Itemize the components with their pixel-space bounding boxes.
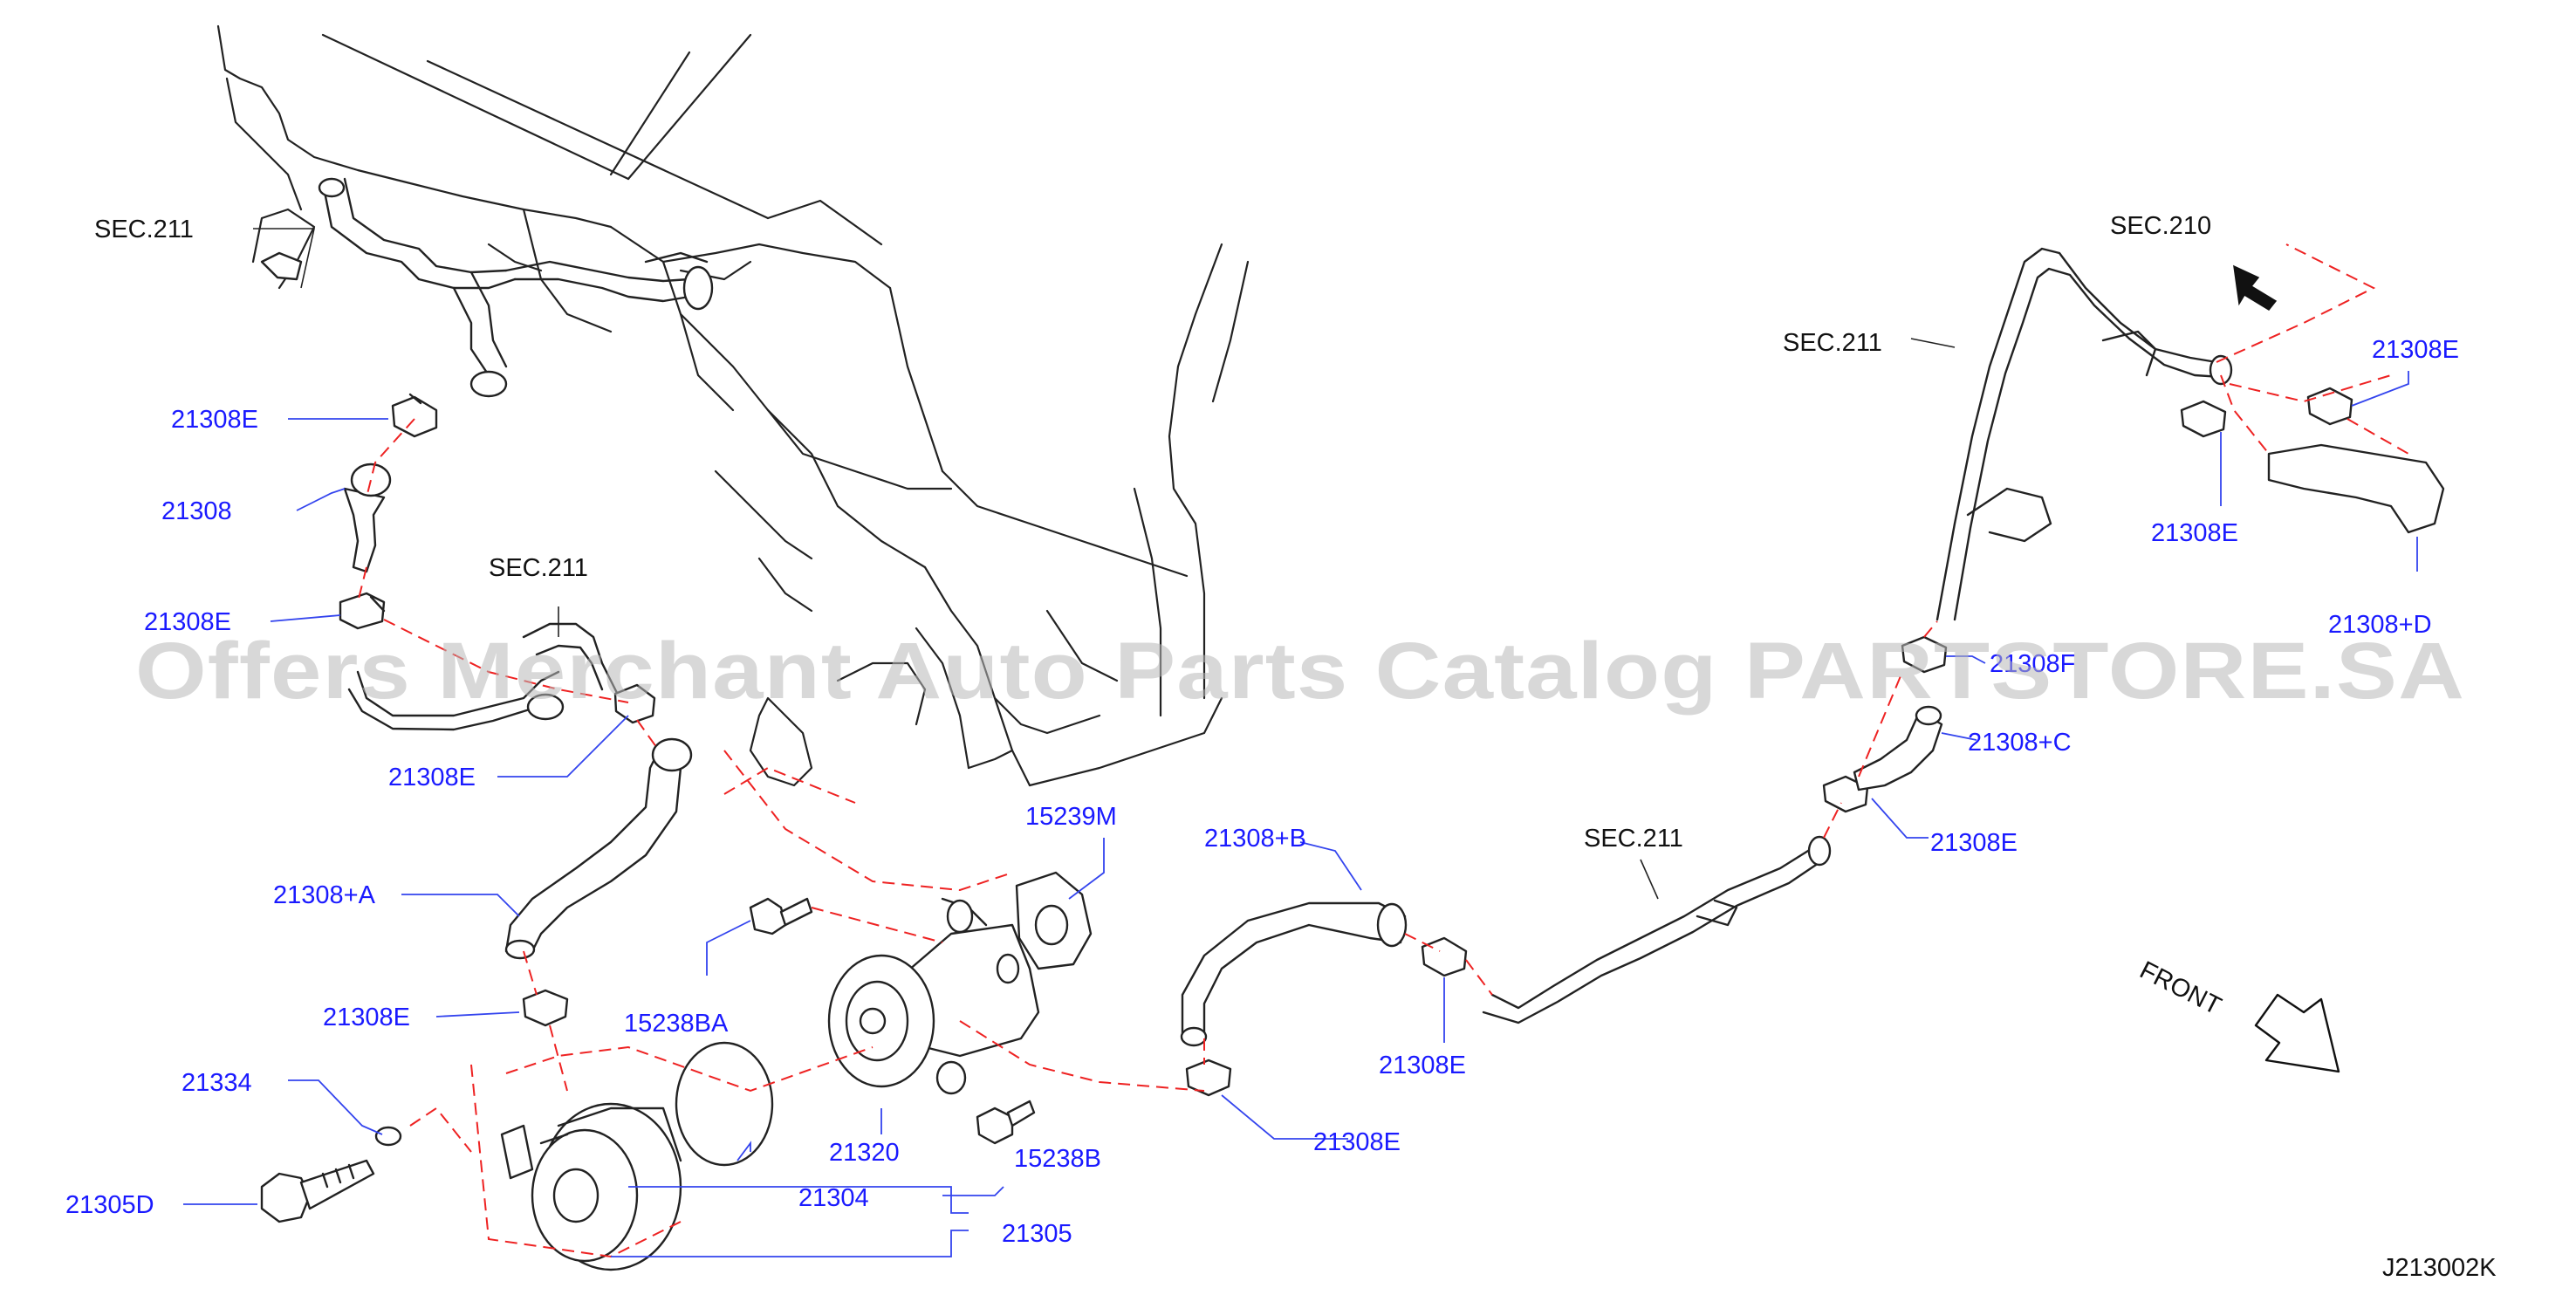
- housing-21320: [827, 897, 1040, 1095]
- clamp-21308e-i: [2306, 387, 2353, 426]
- part-21308e-label-3[interactable]: 21308E: [388, 764, 476, 791]
- lower-pipe-sec211: [1482, 835, 1832, 1024]
- bolt-21305d: [260, 1159, 375, 1223]
- part-21304-label[interactable]: 21304: [798, 1184, 869, 1212]
- sec211-ref-topleft[interactable]: SEC.211: [94, 216, 194, 243]
- clamp-21308e-h: [2180, 400, 2227, 438]
- sec211-ref-lower[interactable]: SEC.211: [1584, 825, 1683, 853]
- part-21308-label[interactable]: 21308: [161, 497, 232, 525]
- hose-21308c: [1853, 705, 1943, 791]
- clamp-21308e-c: [613, 683, 656, 724]
- clamp-icon: [260, 251, 303, 281]
- part-21308d-label[interactable]: 21308+D: [2328, 611, 2432, 639]
- clamp-21308e-g: [1822, 775, 1869, 813]
- clamp-21308e-f: [1421, 936, 1468, 977]
- hose-21308: [260, 251, 392, 573]
- clamp-21308e-d: [522, 989, 569, 1027]
- hose-21308d: [2267, 443, 2445, 534]
- middle-pipe-sec211: [347, 622, 621, 731]
- part-21308f-label[interactable]: 21308F: [1990, 650, 2075, 678]
- part-21308e-label-8[interactable]: 21308E: [2372, 336, 2459, 364]
- labels: SEC.211 21308E 21308 SEC.211 21308E 2130…: [65, 212, 2459, 1248]
- upper-water-pipe: [318, 177, 714, 398]
- front-arrow-icon: [2254, 993, 2340, 1073]
- part-21308c-label[interactable]: 21308+C: [1968, 729, 2072, 757]
- front-direction-label: FRONT: [2135, 956, 2226, 1021]
- clamp-21308e-e: [1185, 1059, 1232, 1097]
- part-15238b-label[interactable]: 15238B: [1014, 1145, 1101, 1173]
- bolt-15238ba: [749, 897, 813, 935]
- clamp-21308e-b: [339, 592, 386, 630]
- oil-cooler-21305: [500, 1102, 682, 1271]
- assembly-lines: [357, 243, 2409, 1258]
- gasket-15239m: [1015, 871, 1093, 970]
- gasket-21304: [675, 1041, 774, 1167]
- part-21305-label[interactable]: 21305: [1002, 1220, 1072, 1248]
- washer-21334: [374, 1126, 402, 1147]
- part-21334-label[interactable]: 21334: [182, 1069, 252, 1097]
- right-upper-pipe: [1935, 247, 2233, 621]
- bolt-15238b: [976, 1100, 1036, 1145]
- part-21308e-label-5[interactable]: 21308E: [1379, 1052, 1466, 1079]
- watermark-text: Offers Merchant Auto Parts Catalog PARTS…: [135, 627, 2465, 716]
- part-15238ba-label[interactable]: 15238BA: [624, 1010, 729, 1038]
- sec210-direction-arrow-icon: [2233, 264, 2278, 311]
- part-15239m-label[interactable]: 15239M: [1025, 803, 1117, 831]
- sec211-ref-mid[interactable]: SEC.211: [489, 554, 588, 582]
- part-21320-label[interactable]: 21320: [829, 1139, 900, 1167]
- part-21308e-label-9[interactable]: 21308E: [2151, 519, 2238, 547]
- hose-21308b: [1180, 901, 1408, 1047]
- part-21308a-label[interactable]: 21308+A: [273, 881, 376, 909]
- part-21308e-label-4[interactable]: 21308E: [323, 1004, 410, 1031]
- part-21308b-label[interactable]: 21308+B: [1204, 825, 1306, 853]
- part-21305d-label[interactable]: 21305D: [65, 1191, 154, 1219]
- part-21308e-label-7[interactable]: 21308E: [1930, 829, 2018, 857]
- part-21308e-label-6[interactable]: 21308E: [1313, 1128, 1401, 1156]
- diagram-reference-code: J213002K: [2382, 1254, 2497, 1282]
- sec211-ref-right[interactable]: SEC.211: [1783, 329, 1882, 357]
- part-21308e-label-1[interactable]: 21308E: [171, 406, 258, 434]
- clamp-21308e-a: [391, 393, 438, 438]
- leader-lines: [183, 228, 2418, 1257]
- part-21308e-label-2[interactable]: 21308E: [144, 608, 231, 636]
- hose-21308a: [504, 737, 693, 960]
- sec210-ref[interactable]: SEC.210: [2110, 212, 2211, 240]
- engine-block-outline: [216, 24, 1250, 787]
